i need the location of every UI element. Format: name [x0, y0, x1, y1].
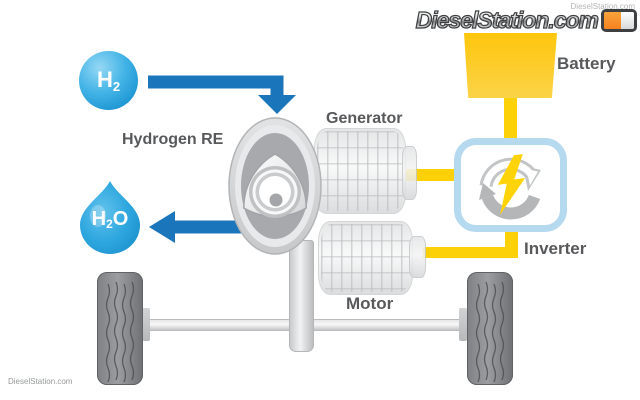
h2-label: H2	[96, 67, 121, 94]
motor-end-cap	[409, 236, 426, 278]
h2-flow-arrow	[148, 75, 296, 114]
motor-label: Motor	[346, 294, 394, 313]
badge-white-segment	[620, 12, 634, 29]
rotor-pin	[269, 193, 283, 207]
lightning-bolt-icon	[497, 154, 525, 215]
battery-label: Battery	[557, 54, 616, 73]
logo-text: DieselStation.com	[415, 6, 600, 33]
h2o-label: H2O	[91, 208, 129, 231]
tire-tread-icon	[105, 281, 135, 383]
motor-illustration	[318, 221, 413, 295]
watermark-bottom-left: DieselStation.com	[8, 377, 73, 386]
generator-label: Generator	[326, 110, 403, 127]
drive-shaft-column	[289, 240, 314, 352]
battery-illustration	[464, 33, 557, 98]
generator-to-inverter-wire	[406, 169, 458, 181]
left-wheel-tire	[97, 272, 143, 385]
inverter-to-motor-wire-horizontal	[423, 247, 518, 258]
inverter-box	[454, 138, 567, 232]
right-axle	[312, 319, 466, 331]
dieselstation-logo: DieselStation.com	[415, 6, 637, 34]
generator-end-cap	[402, 146, 417, 200]
left-axle	[146, 319, 294, 331]
h2-molecule-badge: H2	[79, 51, 138, 110]
battery-to-inverter-wire	[504, 92, 517, 142]
rotary-engine-illustration	[228, 117, 322, 255]
inverter-label: Inverter	[524, 239, 587, 258]
tire-tread-icon	[475, 281, 505, 383]
watermark-top-right: DieselStation.com	[570, 2, 635, 11]
generator-illustration	[314, 128, 406, 214]
right-wheel-tire	[467, 272, 513, 385]
left-wheel-hub	[142, 308, 150, 341]
right-wheel-hub	[459, 308, 467, 341]
water-droplet-icon	[80, 181, 140, 254]
hydrogen-re-label: Hydrogen RE	[122, 131, 224, 148]
badge-orange-segment	[604, 12, 621, 29]
recycle-arrows-icon	[478, 154, 541, 220]
logo-badge-icon	[601, 9, 637, 32]
